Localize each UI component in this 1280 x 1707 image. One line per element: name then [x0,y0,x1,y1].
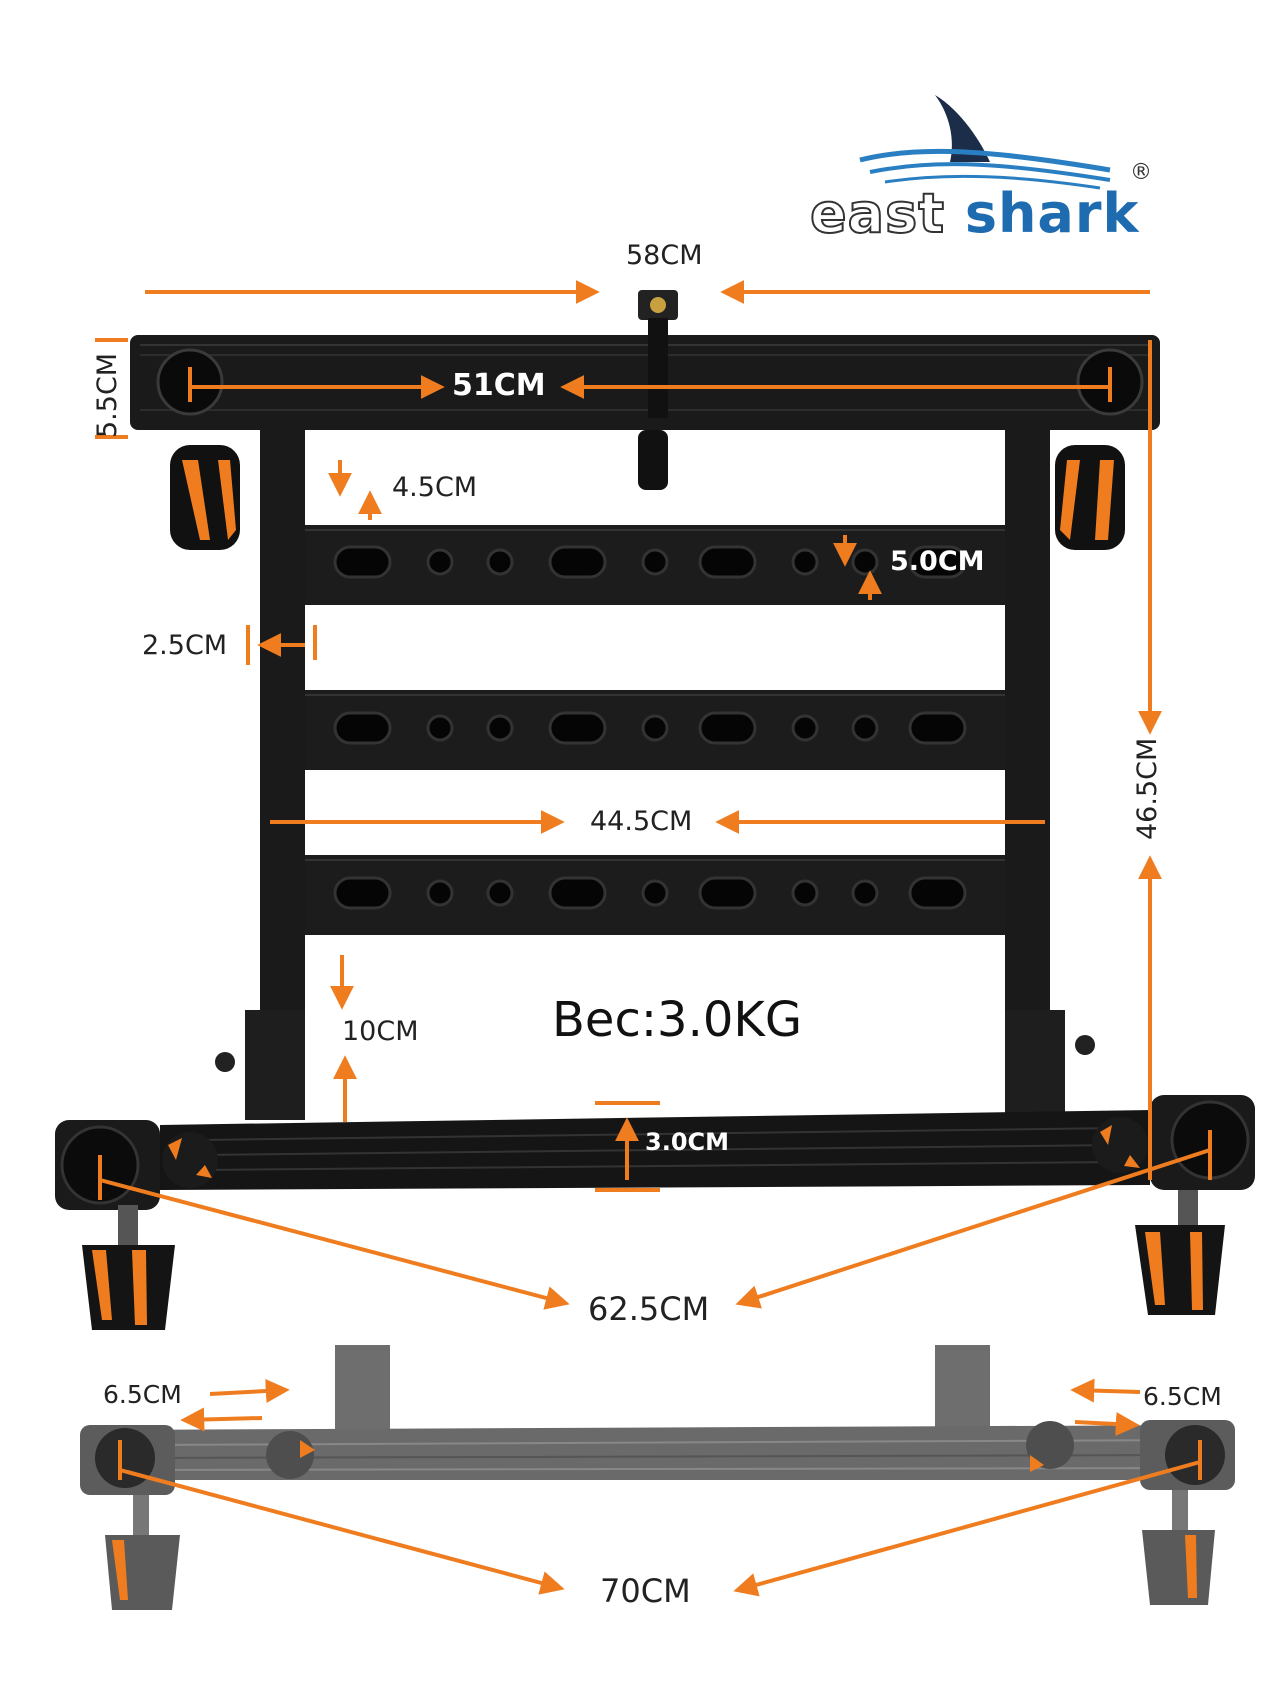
right-screw-knob [1075,1035,1095,1055]
label-extended-right: 6.5CM [1143,1382,1222,1411]
arrow-6-5-left-b [180,1407,263,1432]
arrow-62-5-right [735,1148,1211,1309]
arrow-6-5-left-a [209,1379,290,1404]
left-screw-knob [215,1052,235,1072]
bottom-right-foot [1135,1190,1225,1315]
slat-1 [305,525,1005,605]
bottom-left-socket [55,1120,160,1210]
label-post-width: 2.5CM [142,630,228,661]
shark-fin-waves-icon [859,95,1111,190]
label-inner-holes-width: 51CM [452,368,546,403]
left-clamp [245,1010,305,1120]
label-extended-left: 6.5CM [103,1380,182,1409]
right-post [1005,430,1050,1110]
arrow-6-5-right-a [1070,1378,1141,1403]
right-clamp [1005,1010,1065,1120]
registered-mark: ® [1130,160,1152,185]
label-bottom-gap: 10CM [342,1016,419,1047]
weight-label: Bec:3.0KG [552,992,803,1048]
arrow-70-left [119,1468,565,1595]
brand-wordmark: east shark [809,181,1140,246]
arrow-6-5-right-b [1074,1412,1140,1437]
arrow-62-5-left [99,1178,570,1310]
top-right-knob [1055,445,1125,550]
dimension-arrows [95,280,1212,1597]
label-slot-gap: 4.5CM [392,472,478,503]
label-hole-height: 5.0CM [890,546,985,577]
brand-logo: east shark ® [809,90,1170,246]
arrow-70-right [733,1460,1201,1597]
bottom-bar [160,1110,1150,1190]
brand-name-east: east [809,181,946,246]
extended-frame-photo [80,1345,1235,1610]
bottom-right-socket [1150,1095,1255,1190]
slat-3 [305,855,1005,935]
slat-2 [305,690,1005,770]
label-extended-span: 70CM [600,1572,691,1610]
label-leg-span: 62.5CM [588,1290,710,1328]
bottom-left-foot [82,1205,175,1330]
top-left-knob [170,445,240,550]
label-inner-width: 44.5CM [590,806,693,837]
label-bottom-bar-height: 3.0CM [645,1128,730,1156]
top-bar [130,290,1160,490]
label-top-width: 58CM [626,240,703,271]
brand-name-shark: shark [964,182,1140,245]
label-top-bar-height: 5.5CM [92,352,123,438]
label-height: 46.5CM [1132,737,1163,840]
left-post [260,430,305,1110]
